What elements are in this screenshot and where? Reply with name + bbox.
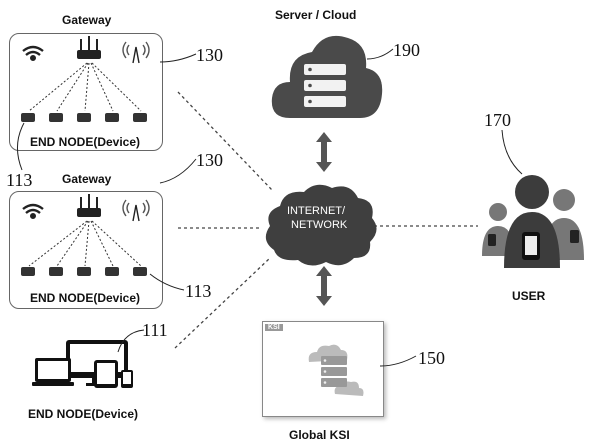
antenna-icon <box>123 200 149 221</box>
router-icon <box>77 36 101 59</box>
gateway1-node-label: END NODE(Device) <box>30 135 140 149</box>
cloud-server-icon <box>268 26 388 126</box>
double-arrow-icon <box>314 132 334 172</box>
router-icon <box>77 194 101 217</box>
gateway1-leader <box>160 48 200 68</box>
gateway1-title: Gateway <box>62 13 111 27</box>
server-label: Server / Cloud <box>275 8 356 22</box>
network-label-line2: NETWORK <box>291 219 347 231</box>
ksi-ref: 150 <box>418 348 445 369</box>
antenna-icon <box>123 42 149 63</box>
ksi-server-icon <box>305 342 365 402</box>
gateway2-leader <box>160 155 200 185</box>
network-label-line1: INTERNET/ <box>287 205 345 217</box>
user-label: USER <box>512 289 545 303</box>
double-arrow-icon <box>314 266 334 306</box>
wifi-icon <box>23 47 43 60</box>
server-leader <box>367 45 397 65</box>
end-node-leader <box>118 326 148 356</box>
gateway2-ref: 130 <box>196 150 223 171</box>
gateway1-ref: 130 <box>196 45 223 66</box>
node1-leader <box>10 115 40 175</box>
end-node-label: END NODE(Device) <box>28 407 138 421</box>
wifi-icon <box>23 205 43 218</box>
global-ksi-label: Global KSI <box>289 428 350 442</box>
gateway2-node-label: END NODE(Device) <box>30 291 140 305</box>
node2-leader <box>150 272 190 292</box>
sensor-device-icon <box>21 267 147 276</box>
ksi-tag: KSI <box>265 324 283 331</box>
user-group-icon <box>478 170 588 270</box>
gateway2-title: Gateway <box>62 172 111 186</box>
ksi-leader <box>380 352 420 372</box>
server-ref: 190 <box>393 40 420 61</box>
